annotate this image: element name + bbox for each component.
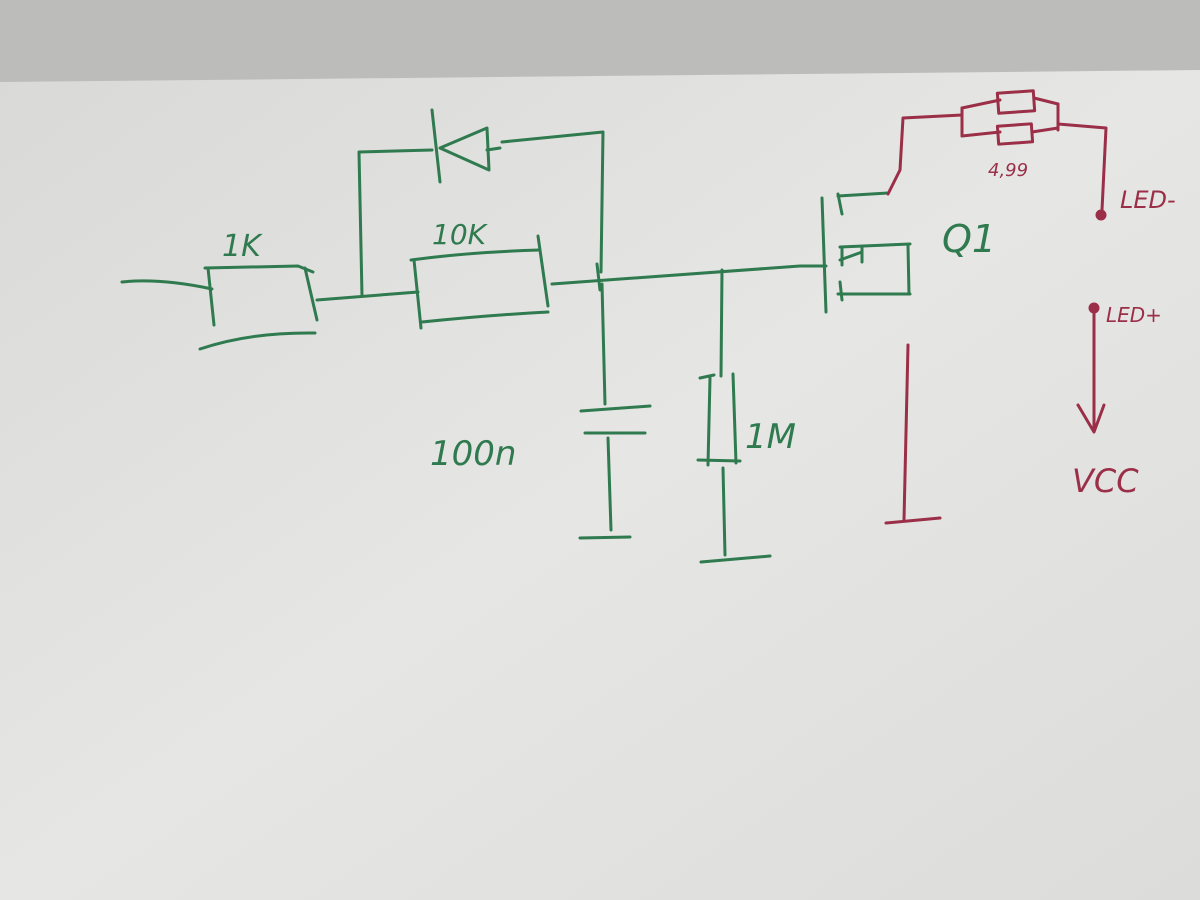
resistor-r2: [409, 234, 550, 330]
r1-label: 1K: [222, 229, 263, 264]
led-minus-terminal: [1095, 209, 1107, 221]
drain-wire: [886, 113, 964, 196]
green-ink-circuit: [120, 108, 912, 564]
wire-r1-r2: [315, 290, 420, 302]
capacitor-label: 100n: [430, 434, 516, 474]
r2-label: 10K: [432, 218, 489, 251]
led-minus-label: LED-: [1120, 186, 1176, 214]
paper-sheet: [0, 70, 1200, 900]
input-wire: [120, 279, 214, 291]
vcc-label: VCC: [1072, 462, 1139, 500]
resistor-r3: [696, 268, 772, 564]
resistor-r1: [198, 264, 319, 351]
arrow-down-icon: [1076, 310, 1106, 434]
mosfet-q1: [820, 191, 912, 314]
capacitor-c1: [578, 282, 652, 540]
node-tick: [595, 262, 602, 292]
r3-label: 1M: [745, 417, 796, 457]
diode-bypass-wire: [357, 148, 434, 298]
source-wire: [902, 343, 910, 522]
sense-resistors: [960, 89, 1108, 212]
mosfet-label: Q1: [942, 217, 996, 261]
diode-return-wire: [500, 130, 605, 274]
sense-resistor-label: 4,99: [988, 160, 1028, 181]
red-ink-circuit: [884, 89, 1108, 525]
led-plus-label: LED+: [1106, 303, 1162, 327]
diode: [430, 108, 502, 184]
source-ground-bar: [884, 516, 942, 525]
wire-node-to-gate: [550, 264, 828, 286]
